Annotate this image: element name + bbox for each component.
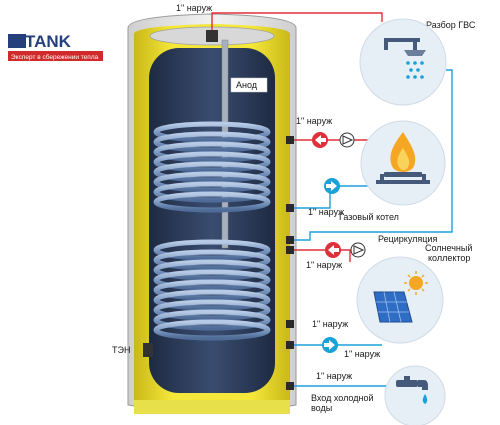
coil-turn: [153, 161, 271, 183]
pump-icon: [339, 132, 355, 148]
solar-out-label: 1" наруж: [344, 349, 380, 359]
heater-label: ТЭН: [112, 345, 130, 355]
upper-heat-exchanger-coil: [153, 121, 271, 213]
lower-heat-exchanger-coil: [153, 239, 271, 341]
faucet-icon: [396, 376, 428, 404]
hot-water-circle: [359, 18, 447, 106]
tank-base: [134, 400, 290, 414]
arrow-right-icon: [324, 178, 340, 194]
recirculation-pipe: [290, 69, 453, 241]
hot-water-pipe: 1" наруж: [176, 3, 383, 30]
coil-turn: [153, 269, 271, 291]
gas-flame-icon: [376, 132, 430, 184]
coil-turn: [153, 299, 271, 321]
coil-turn: [153, 289, 271, 311]
hot-water-label: Разбор ГВС: [426, 20, 476, 30]
solar-in-label: 1" наруж: [312, 319, 348, 329]
brand-slogan-bar: [8, 51, 103, 61]
boiler-out-label: 1" наруж: [308, 207, 344, 217]
arrow-left-icon: [325, 242, 341, 258]
coil-turn: [153, 171, 271, 193]
solar-panel-icon: [373, 271, 428, 323]
cold-water-label-2: воды: [311, 403, 332, 413]
pump-icon: [350, 242, 366, 258]
brand-logo: S-TANK Эксперт в сбережении тепла: [8, 32, 103, 61]
solar-collector-label-2: коллектор: [428, 253, 470, 263]
top-fitting: [206, 30, 218, 42]
coil-turn: [153, 141, 271, 163]
svg-text:Анод: Анод: [236, 80, 258, 90]
coil-turn: [153, 131, 271, 153]
shower-icon: [384, 38, 426, 79]
side-fittings: [286, 136, 294, 390]
coil-turn: [153, 121, 271, 143]
solar-collector-label-1: Солнечный: [425, 243, 472, 253]
gas-boiler-circle: [360, 120, 446, 206]
cold-water-label-1: Вход холодной: [311, 393, 373, 403]
arrow-left-icon: [312, 132, 328, 148]
gas-boiler-label: Газовый котел: [339, 212, 399, 222]
tank: [127, 13, 297, 414]
cold-water-circle: [384, 365, 446, 425]
coil-turn: [153, 191, 271, 213]
boiler-loop-pipes: [290, 139, 374, 209]
coil-turn: [153, 249, 271, 271]
heater-element: ТЭН: [112, 343, 153, 357]
recirc-size-label: 1" наруж: [306, 260, 342, 270]
recirculation-label: Рециркуляция: [378, 234, 437, 244]
coil-turn: [153, 309, 271, 331]
coil-turn: [153, 279, 271, 301]
arrow-right-icon: [322, 337, 338, 353]
brand-name: S-TANK: [8, 32, 72, 51]
boiler-in-label: 1" наруж: [296, 116, 332, 126]
coil-turn: [153, 239, 271, 261]
tank-inner: [149, 48, 275, 393]
cold-size-label: 1" наруж: [316, 371, 352, 381]
coil-turn: [153, 319, 271, 341]
brand-slogan: Эксперт в сбережении тепла: [11, 53, 99, 61]
solar-collector-circle: [356, 256, 444, 344]
coil-turn: [153, 259, 271, 281]
top-outlet-label: 1" наруж: [176, 3, 212, 13]
anode-label: Анод: [230, 77, 268, 93]
coil-turn: [153, 181, 271, 203]
coil-turn: [153, 151, 271, 173]
